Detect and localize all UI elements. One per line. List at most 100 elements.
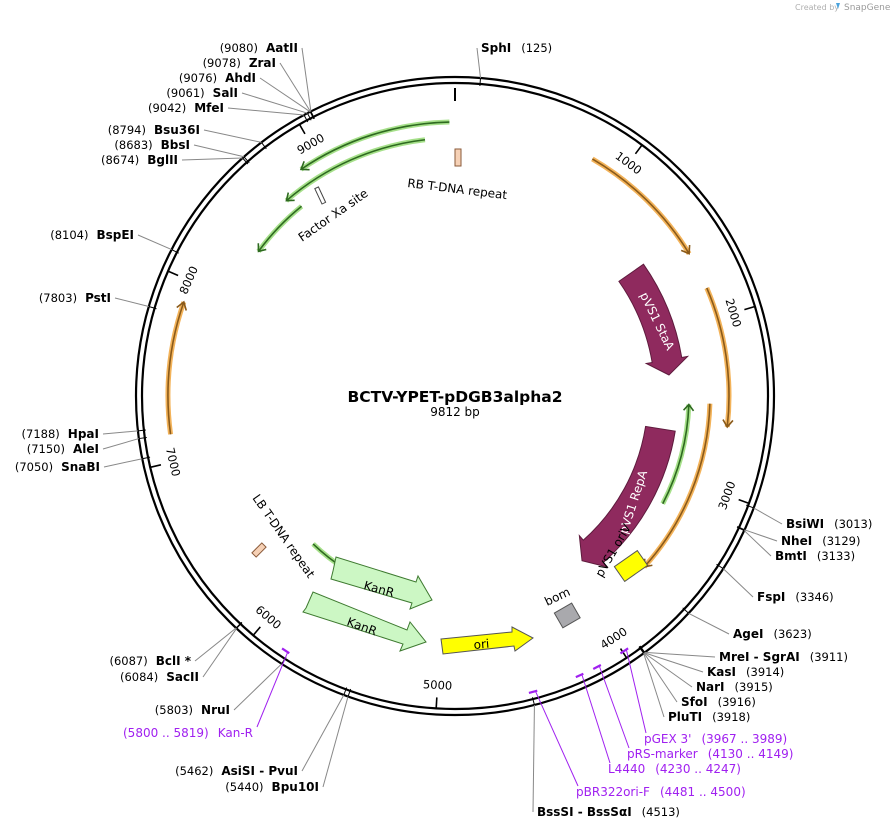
feature-orange-2 — [643, 403, 711, 568]
primer-prs-marker-range: (4130 .. 4149) — [708, 747, 794, 761]
enzyme-sali-9061-site-tick — [306, 112, 312, 121]
enzyme-sali-9061-leader — [241, 92, 308, 114]
enzyme-ahdi-9076-leader — [259, 77, 311, 113]
enzyme-sacii-6084-name: SacII — [166, 670, 199, 684]
enzyme-bbsi-8683-leader — [193, 144, 245, 158]
enzyme-kasi-3914: KasI(3914) — [707, 665, 784, 679]
primer-l4440: L4440(4230 .. 4247) — [608, 762, 741, 776]
enzyme-labels: SphI(125)AatII(9080)ZraI(9078)AhdI(9076)… — [15, 41, 873, 819]
enzyme-alei-7150-name: AleI — [73, 442, 99, 456]
enzyme-bglii-8674-name: BglII — [147, 153, 178, 167]
feature-green-7-arrowhead — [257, 243, 267, 253]
tick-5000 — [435, 697, 438, 709]
enzyme-pluti-3918-leader — [643, 653, 665, 718]
primer-labels: pGEX 3'(3967 .. 3989)pRS-marker(4130 .. … — [123, 647, 794, 799]
tick-label-2000: 2000 — [722, 297, 744, 329]
feature-orange-0 — [591, 158, 690, 255]
enzyme-kasi-3914-name: KasI — [707, 665, 736, 679]
tick-label-6000: 6000 — [253, 603, 284, 633]
enzyme-bsssi-bsss-i-4513-site-tick — [531, 697, 535, 706]
enzyme-bmti-3133-leader — [743, 530, 772, 557]
enzyme-nari-3915: NarI(3915) — [696, 680, 773, 694]
primer-pbr322ori-f-range: (4481 .. 4500) — [660, 785, 746, 799]
enzyme-ahdi-9076: AhdI(9076) — [179, 71, 256, 85]
feature-orange-4-arrowhead — [176, 300, 188, 311]
rb-repeat-block — [454, 148, 462, 167]
branding-created-by: Created by — [795, 3, 839, 12]
enzyme-bpu10i-5440: Bpu10I(5440) — [225, 780, 319, 794]
tick-9000 — [298, 123, 306, 135]
enzyme-bsiwi-3013-site-tick — [746, 504, 754, 509]
enzyme-fspi-3346-leader — [722, 568, 754, 598]
enzyme-nari-3915-name: NarI — [696, 680, 725, 694]
enzyme-bmti-3133-position: (3133) — [817, 549, 855, 563]
primer-pgex-3-mark — [619, 647, 629, 655]
plasmid-size: 9812 bp — [430, 405, 480, 419]
feature-green-5-arrowhead — [299, 160, 310, 171]
enzyme-bsu36i-8794-position: (8794) — [108, 123, 146, 137]
tick-label-5000: 5000 — [423, 677, 453, 693]
factor-xa-label: Factor Xa site — [296, 186, 371, 244]
pvs1-oriv-block — [613, 549, 649, 583]
enzyme-bcli-6087-site-tick — [235, 621, 242, 629]
enzyme-snabi-7050-name: SnaBI — [61, 460, 100, 474]
enzyme-fspi-3346: FspI(3346) — [757, 590, 834, 604]
factor-xa-block — [314, 186, 327, 205]
enzyme-nrui-5803-position: (5803) — [155, 703, 193, 717]
enzyme-alei-7150-leader — [102, 438, 139, 450]
enzyme-nhei-3129-site-tick — [737, 526, 745, 531]
enzyme-mrei-sgrai-3911-name: MreI - SgrAI — [719, 650, 800, 664]
enzyme-bsssi-bsss-i-4513-leader — [532, 704, 535, 813]
enzyme-bmti-3133: BmtI(3133) — [775, 549, 855, 563]
enzyme-bspei-8104-name: BspEI — [96, 228, 134, 242]
enzyme-bcli-6087: BclI *(6087) — [109, 654, 191, 668]
enzyme-sacii-6084: SacII(6084) — [120, 670, 199, 684]
enzyme-psti-7803-position: (7803) — [39, 291, 77, 305]
primer-pbr322ori-f: pBR322ori-F(4481 .. 4500) — [576, 785, 746, 799]
enzyme-bbsi-8683-site-tick — [243, 156, 250, 164]
enzyme-bsiwi-3013: BsiWI(3013) — [786, 517, 872, 531]
primer-pbr322ori-f-leader — [535, 691, 579, 787]
enzyme-aatii-9080-position: (9080) — [220, 41, 258, 55]
enzyme-hpai-7188-name: HpaI — [68, 427, 99, 441]
enzyme-nrui-5803-name: NruI — [201, 703, 230, 717]
primer-prs-marker-name: pRS-marker — [627, 747, 698, 761]
enzyme-bbsi-8683-name: BbsI — [161, 138, 190, 152]
enzyme-sali-9061-position: (9061) — [166, 86, 204, 100]
primer-pgex-3-name: pGEX 3' — [644, 732, 691, 746]
primer-l4440-mark — [575, 672, 584, 679]
enzyme-bsu36i-8794-site-tick — [261, 142, 267, 150]
enzyme-bglii-8674-position: (8674) — [101, 153, 139, 167]
enzyme-sacii-6084-site-tick — [236, 622, 243, 629]
enzyme-mrei-sgrai-3911-leader — [644, 651, 716, 658]
enzyme-pluti-3918-site-tick — [638, 646, 645, 654]
enzyme-agei-3623-leader — [688, 612, 730, 635]
primer-kan-r-mark — [281, 647, 290, 655]
enzyme-fspi-3346-site-tick — [716, 563, 724, 570]
tick-label-4000: 4000 — [598, 624, 630, 652]
feature-green-3 — [662, 404, 690, 505]
enzyme-bbsi-8683: BbsI(8683) — [114, 138, 190, 152]
enzyme-mfei-9042: MfeI(9042) — [148, 101, 224, 115]
enzyme-hpai-7188-site-tick — [137, 429, 146, 432]
enzyme-fspi-3346-position: (3346) — [795, 590, 833, 604]
feature-orange-4 — [167, 301, 185, 435]
enzyme-hpai-7188-leader — [102, 430, 138, 435]
enzyme-mfei-9042-leader — [227, 107, 305, 116]
enzyme-mfei-9042-name: MfeI — [194, 101, 224, 115]
enzyme-agei-3623: AgeI(3623) — [733, 627, 812, 641]
enzyme-bsu36i-8794-leader — [203, 129, 262, 143]
enzyme-asisi-pvui-5462-site-tick — [343, 687, 348, 696]
enzyme-sacii-6084-leader — [202, 628, 237, 678]
feature-green-3-arrowhead — [682, 403, 695, 412]
enzyme-sfoi-3916-leader — [643, 652, 678, 703]
tick-7000 — [150, 464, 162, 469]
primer-pgex-3-leader — [625, 649, 647, 734]
feature-green-6-arrowhead — [285, 192, 295, 202]
enzyme-psti-7803-site-tick — [148, 306, 157, 310]
enzyme-sphi-125-site-tick — [479, 77, 482, 87]
enzyme-psti-7803: PstI(7803) — [39, 291, 111, 305]
enzyme-ahdi-9076-name: AhdI — [225, 71, 256, 85]
enzyme-mfei-9042-site-tick — [303, 114, 309, 123]
